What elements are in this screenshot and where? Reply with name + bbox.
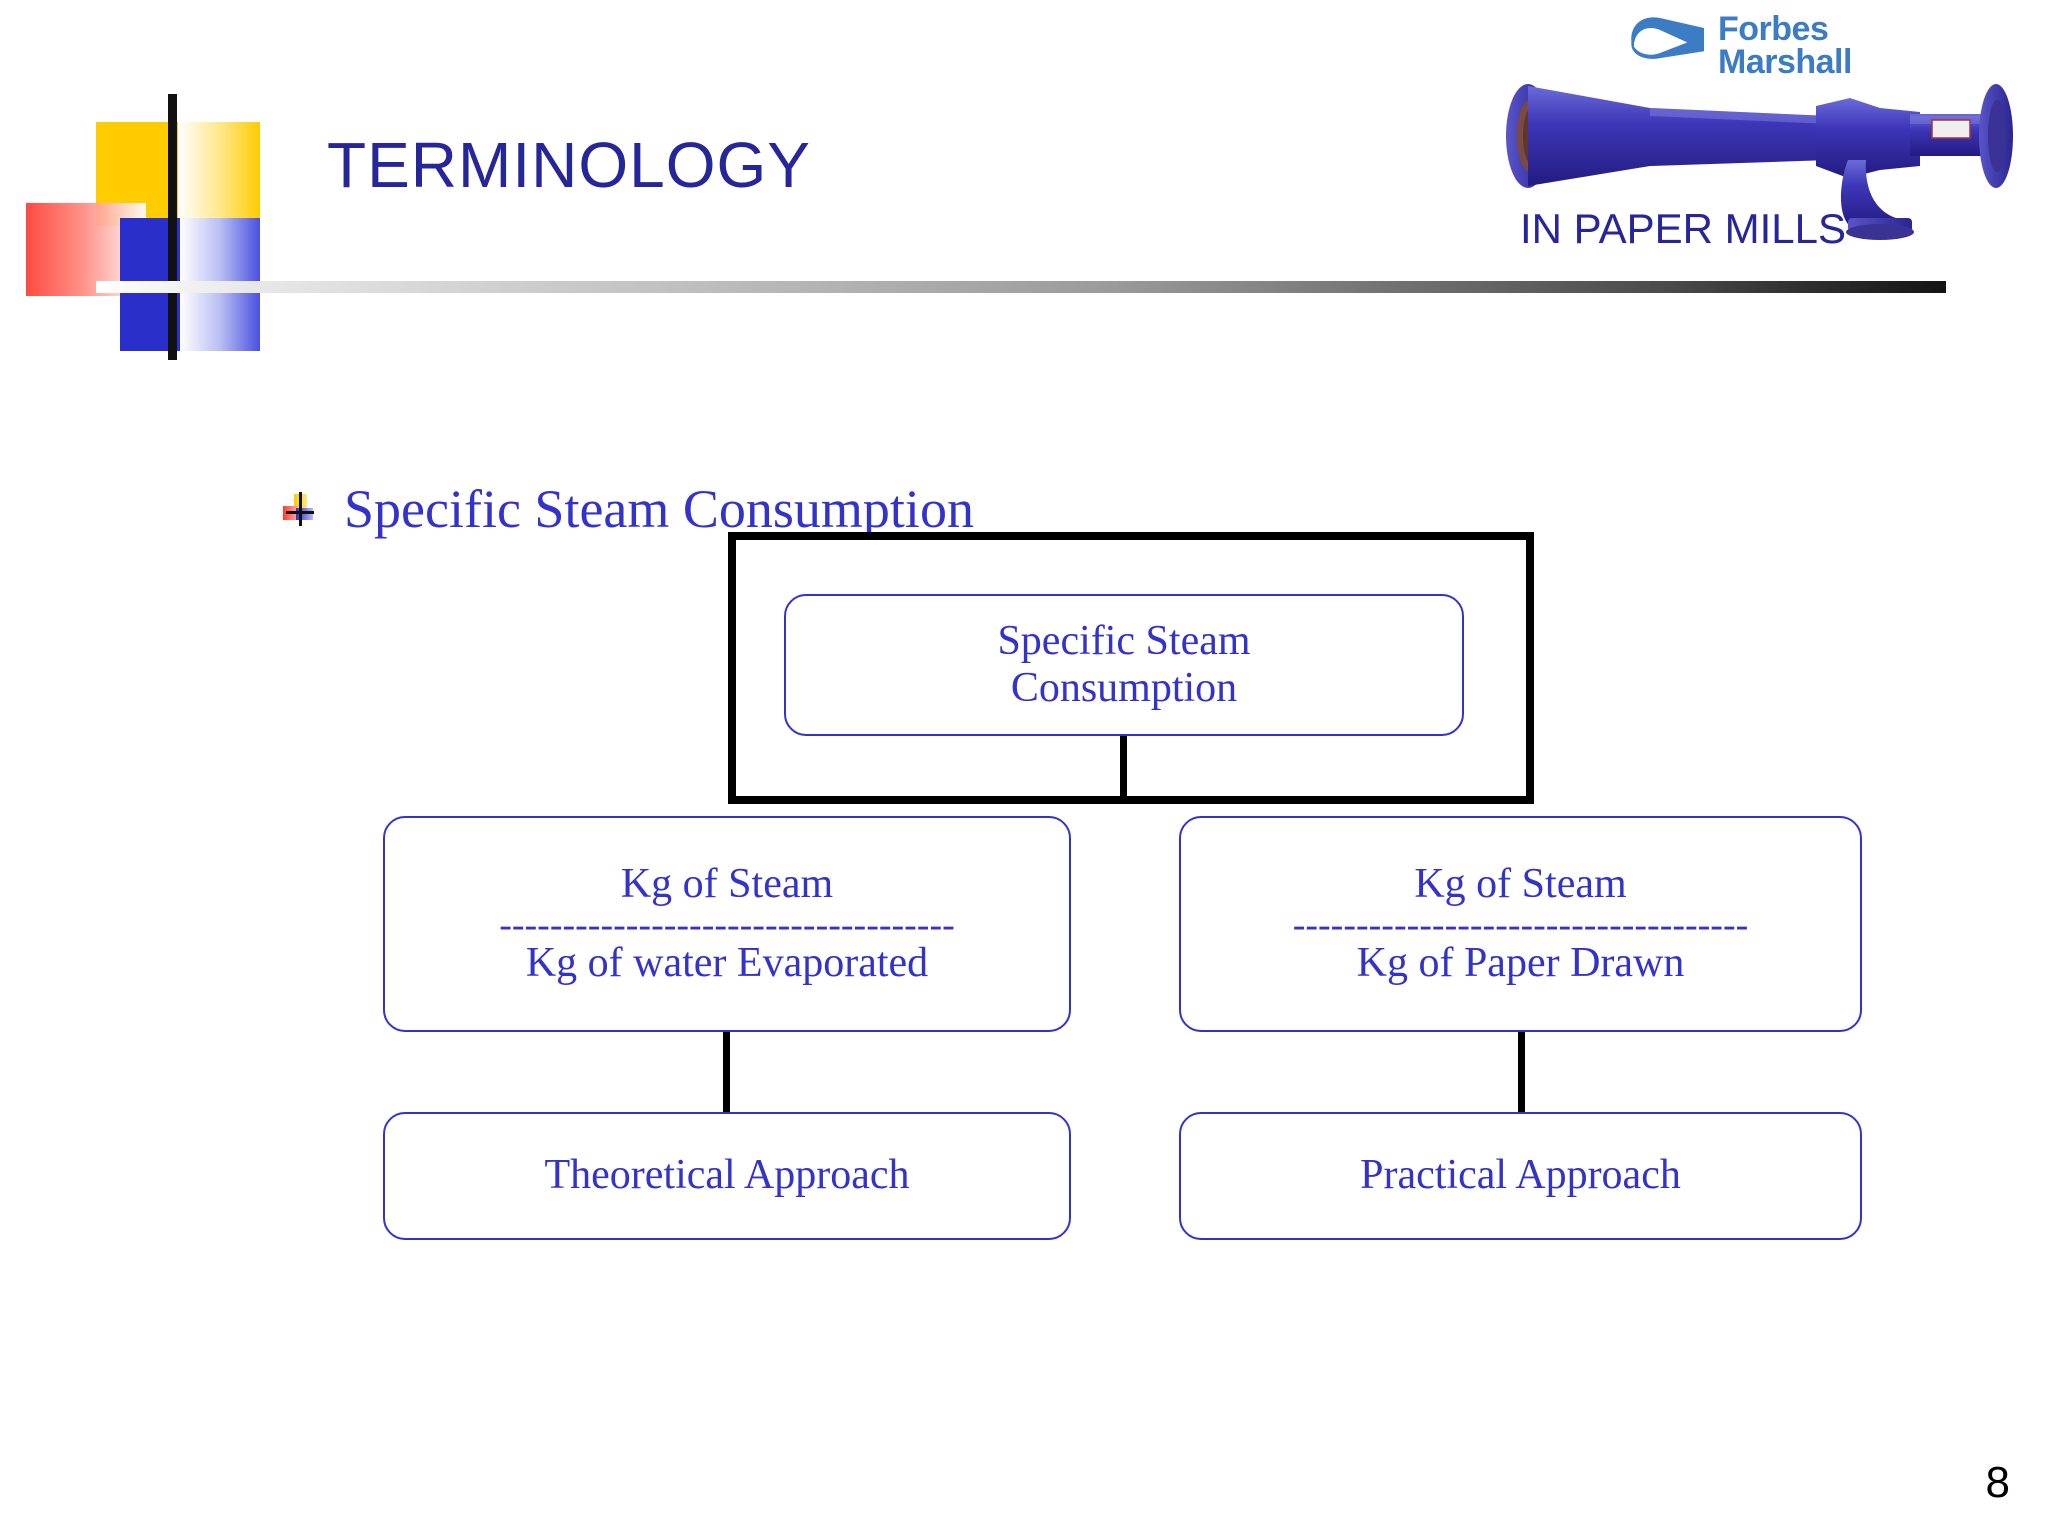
diagram-node-theoretical-approach: Theoretical Approach (383, 1112, 1071, 1240)
connector-right-stem (1518, 1032, 1525, 1112)
header-subtitle: IN PAPER MILLS (1520, 205, 1846, 252)
mondrian-bullet-icon (282, 492, 316, 526)
connector-bracket-bottom (728, 796, 1534, 804)
flow-meter-product-image (1506, 84, 2013, 240)
bullet-item: Specific Steam Consumption (282, 478, 974, 540)
decoration-yellow-gradient-block (178, 122, 260, 226)
connector-root-stem (1120, 736, 1127, 804)
forbes-marshall-swoosh-icon (1630, 10, 1708, 81)
slide-header: TERMINOLOGY Forbes Marshall (0, 0, 2048, 360)
connector-bracket-right (1526, 532, 1534, 804)
node-right-denominator: Kg of Paper Drawn (1356, 940, 1685, 987)
node-left-leaf-label: Theoretical Approach (544, 1152, 910, 1199)
connector-left-stem (723, 1032, 730, 1112)
node-root-line2: Consumption (1010, 665, 1238, 711)
node-right-numerator: Kg of Steam (1414, 860, 1627, 907)
node-left-fraction-bar: ------------------------------------ (499, 903, 955, 946)
decoration-black-vertical-bar (168, 94, 177, 360)
node-left-numerator: Kg of Steam (620, 860, 834, 907)
node-right-leaf-label: Practical Approach (1360, 1152, 1681, 1199)
brand-line-1: Forbes (1718, 9, 1829, 48)
forbes-marshall-logo: Forbes Marshall (1630, 10, 1852, 81)
page-number: 8 (1985, 1458, 2010, 1507)
diagram-node-root: Specific Steam Consumption (784, 594, 1464, 736)
connector-bracket-top (728, 532, 1534, 540)
connector-bracket-left (728, 532, 736, 804)
forbes-marshall-wordmark: Forbes Marshall (1718, 9, 1852, 81)
page-title: TERMINOLOGY (327, 129, 811, 201)
node-left-denominator: Kg of water Evaporated (525, 940, 929, 987)
diagram-node-kg-steam-per-paper: Kg of Steam ----------------------------… (1179, 816, 1862, 1032)
brand-line-2: Marshall (1718, 42, 1852, 81)
node-right-fraction-bar: ------------------------------------ (1292, 903, 1749, 946)
header-divider-rule (96, 281, 1946, 293)
diagram-node-practical-approach: Practical Approach (1179, 1112, 1862, 1240)
diagram-node-kg-steam-per-water: Kg of Steam ----------------------------… (383, 816, 1071, 1032)
node-root-line1: Specific Steam (997, 617, 1251, 664)
bullet-label: Specific Steam Consumption (344, 479, 974, 539)
